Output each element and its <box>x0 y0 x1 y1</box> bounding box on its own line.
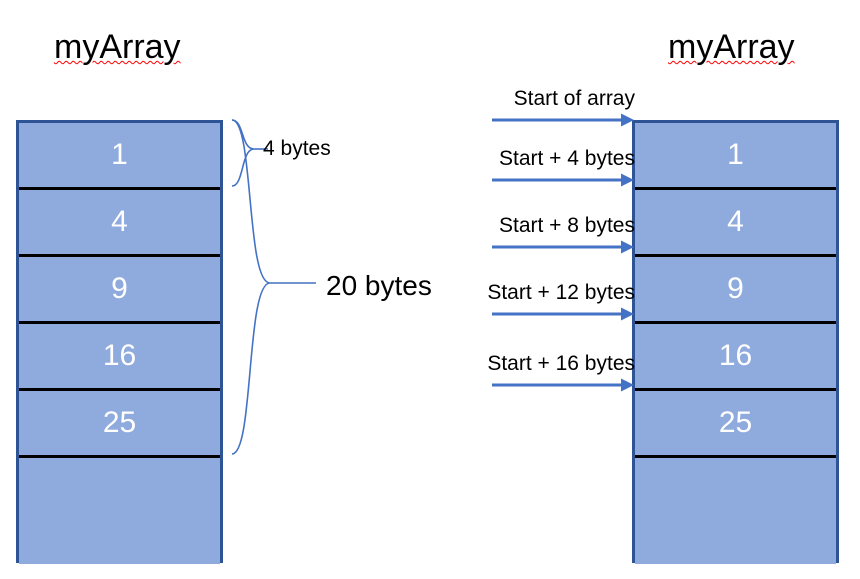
left-array-cell-1: 4 <box>19 190 220 257</box>
left-array-box: 1 4 9 16 25 <box>16 120 223 564</box>
right-array-cell-4: 25 <box>635 391 836 458</box>
left-array-cell-1-value: 4 <box>111 205 128 238</box>
right-array-title-text: myArray <box>668 28 795 66</box>
left-array-title: myArray <box>54 30 181 64</box>
right-array-cell-3: 16 <box>635 324 836 391</box>
pointer-arrow-start-plus-8 <box>492 240 634 254</box>
pointer-label-start-plus-8: Start + 8 bytes <box>499 214 635 237</box>
left-array-cell-4-value: 25 <box>102 406 137 439</box>
left-array-cell-2-value: 9 <box>111 272 128 305</box>
pointer-label-start-plus-4: Start + 4 bytes <box>499 147 635 170</box>
left-array-cell-4: 25 <box>19 391 220 458</box>
right-array-box: 1 4 9 16 25 <box>632 120 839 564</box>
pointer-arrow-start-of-array <box>492 113 634 127</box>
right-array-cell-4-value: 25 <box>718 406 753 439</box>
right-array-cell-1: 4 <box>635 190 836 257</box>
left-array-cell-3: 16 <box>19 324 220 391</box>
right-array-cell-5-empty <box>635 458 836 564</box>
pointer-arrow-start-plus-12 <box>492 307 634 321</box>
four-bytes-label: 4 bytes <box>263 137 331 160</box>
pointer-label-start-plus-16: Start + 16 bytes <box>487 352 635 375</box>
pointer-label-start-plus-12: Start + 12 bytes <box>487 281 635 304</box>
twenty-bytes-brace-icon <box>231 119 316 455</box>
pointer-arrow-start-plus-4 <box>492 173 634 187</box>
left-array-cell-0-value: 1 <box>111 138 128 171</box>
right-array-cell-0: 1 <box>635 123 836 190</box>
pointer-label-start-of-array: Start of array <box>513 87 635 110</box>
right-array-cell-2: 9 <box>635 257 836 324</box>
right-array-cell-3-value: 16 <box>718 339 753 372</box>
left-array-cell-2: 9 <box>19 257 220 324</box>
right-array-cell-2-value: 9 <box>727 272 744 305</box>
twenty-bytes-label: 20 bytes <box>326 270 432 301</box>
left-array-cell-0: 1 <box>19 123 220 190</box>
right-array-cell-1-value: 4 <box>727 205 744 238</box>
right-array-cell-0-value: 1 <box>727 138 744 171</box>
left-array-title-text: myArray <box>54 28 181 66</box>
right-array-title: myArray <box>668 30 795 64</box>
left-array-cell-3-value: 16 <box>102 339 137 372</box>
pointer-arrow-start-plus-16 <box>492 378 634 392</box>
left-array-cell-5-empty <box>19 458 220 564</box>
